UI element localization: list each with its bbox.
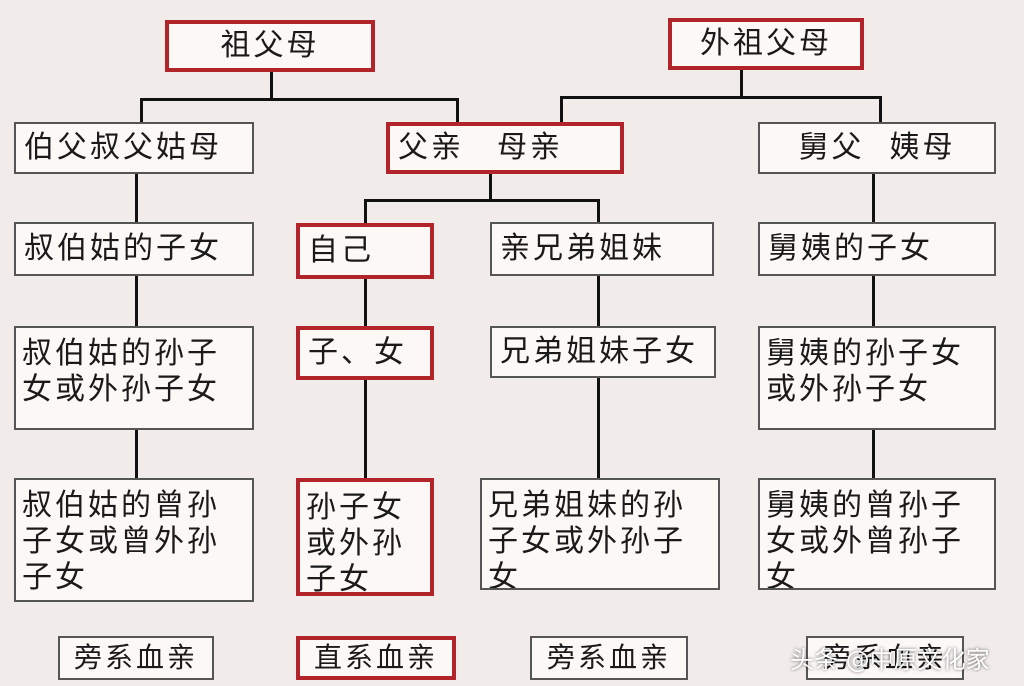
connector-line: [140, 98, 458, 101]
connector-line: [560, 96, 563, 122]
node-children: 子、女: [296, 326, 434, 380]
watermark: 头条 @中原文化家: [790, 646, 990, 674]
node-siblings-grandchildren: 兄弟姐妹的孙 子女或外孙子 女: [480, 478, 720, 590]
connector-line: [872, 275, 875, 327]
connector-line: [135, 172, 138, 222]
node-paternal-uncles-aunts: 伯父叔父姑母: [14, 122, 254, 174]
connector-line: [597, 275, 600, 327]
node-maternal-cousins: 舅姨的子女: [758, 222, 996, 276]
node-grandparents: 祖父母: [165, 20, 375, 72]
legend-collateral: 旁系血亲: [58, 636, 214, 680]
node-siblings: 亲兄弟姐妹: [490, 222, 714, 276]
connector-line: [597, 199, 600, 224]
node-maternal-uncles-aunts: 舅父 姨母: [758, 122, 996, 174]
node-paternal-cousins: 叔伯姑的子女: [14, 222, 254, 276]
node-maternal-grandparents: 外祖父母: [668, 18, 864, 70]
connector-line: [872, 430, 875, 480]
node-maternal-great-grandchildren: 舅姨的曾孙子 女或外曾孙子 女: [758, 478, 996, 590]
node-paternal-grandchildren: 叔伯姑的孙子 女或外孙子女: [14, 326, 254, 430]
connector-line: [597, 378, 600, 480]
connector-line: [872, 172, 875, 222]
connector-line: [135, 275, 138, 327]
connector-line: [489, 172, 492, 200]
connector-line: [364, 277, 367, 327]
legend-collateral: 旁系血亲: [530, 636, 688, 680]
node-grandchildren: 孙子女 或外孙 子女: [296, 478, 434, 596]
node-maternal-grandchildren: 舅姨的孙子女 或外孙子女: [758, 326, 996, 430]
node-parents: 父亲 母亲: [386, 122, 624, 174]
connector-line: [560, 96, 882, 99]
node-self: 自己: [296, 223, 434, 279]
legend-collateral: 旁系血亲: [806, 636, 964, 680]
connector-line: [456, 98, 459, 122]
connector-line: [364, 199, 600, 202]
connector-line: [270, 70, 273, 100]
connector-line: [364, 378, 367, 480]
connector-line: [140, 98, 143, 122]
legend-lineal: 直系血亲: [296, 636, 456, 680]
connector-line: [364, 199, 367, 224]
connector-line: [879, 96, 882, 122]
connector-line: [740, 68, 743, 98]
node-paternal-great-grandchildren: 叔伯姑的曾孙 子女或曾外孙 子女: [14, 478, 254, 602]
node-siblings-children: 兄弟姐妹子女: [490, 326, 716, 378]
connector-line: [135, 430, 138, 480]
